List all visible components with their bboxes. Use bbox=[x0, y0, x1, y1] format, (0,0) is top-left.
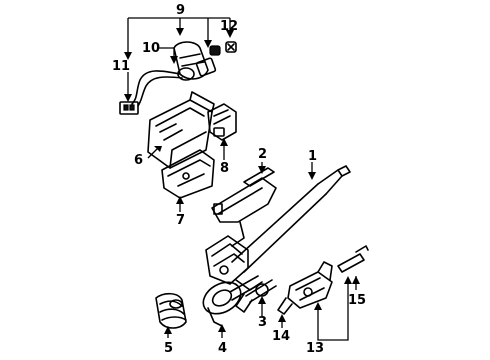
callout-14: 14 bbox=[272, 329, 290, 344]
combination-switch bbox=[277, 245, 369, 341]
callout-labels: 1 2 3 4 5 6 7 8 9 10 11 12 13 14 15 bbox=[112, 3, 366, 356]
callout-15: 15 bbox=[348, 293, 366, 308]
callout-8: 8 bbox=[220, 161, 229, 176]
callout-7: 7 bbox=[176, 213, 185, 228]
steering-column-assembly bbox=[205, 162, 351, 291]
steering-shaft bbox=[202, 275, 261, 338]
callout-4: 4 bbox=[218, 341, 227, 356]
bracket-13 bbox=[317, 278, 349, 341]
callout-5: 5 bbox=[164, 341, 173, 356]
callout-10: 10 bbox=[142, 41, 160, 56]
intermediate-shaft bbox=[235, 279, 277, 316]
wire-harness bbox=[131, 70, 181, 105]
callout-3: 3 bbox=[258, 315, 267, 330]
callout-1: 1 bbox=[308, 149, 317, 164]
callout-6: 6 bbox=[134, 153, 143, 168]
callout-12: 12 bbox=[220, 19, 238, 34]
lock-housing bbox=[173, 41, 209, 80]
switch-part-12b bbox=[225, 41, 237, 53]
lower-column-cover bbox=[161, 149, 215, 212]
switch-bracket bbox=[207, 103, 237, 160]
callout-11: 11 bbox=[112, 59, 130, 74]
callout-2: 2 bbox=[258, 147, 267, 162]
callout-9: 9 bbox=[176, 3, 185, 18]
column-boot bbox=[155, 292, 187, 338]
bracket-9 bbox=[127, 17, 231, 55]
upper-column-cover bbox=[147, 91, 215, 169]
switch-part-12a bbox=[209, 45, 221, 56]
ignition-lock-group bbox=[119, 17, 237, 115]
callout-13: 13 bbox=[306, 341, 324, 356]
column-bracket-2 bbox=[243, 167, 275, 187]
harness-connector bbox=[119, 101, 139, 115]
